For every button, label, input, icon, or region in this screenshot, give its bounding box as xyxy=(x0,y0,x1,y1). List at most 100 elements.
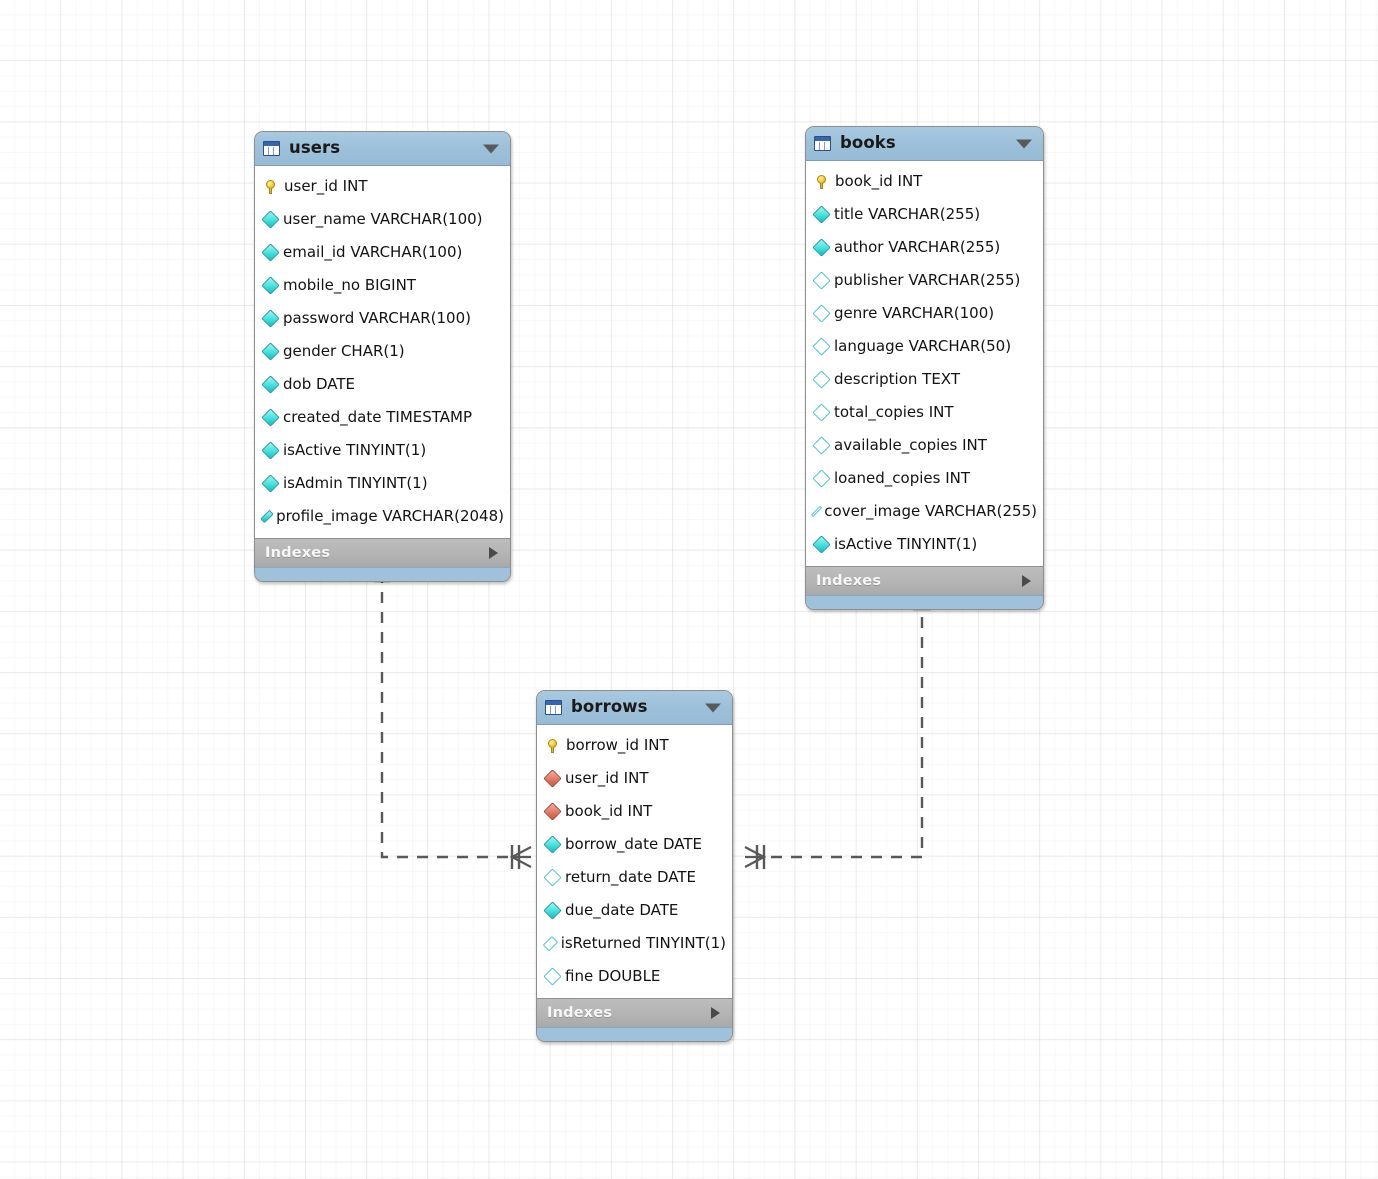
chevron-right-icon[interactable] xyxy=(1022,575,1031,587)
table-node-users[interactable]: users user_id INT user_name VARCHAR(100)… xyxy=(254,131,511,582)
column-row[interactable]: isActive TINYINT(1) xyxy=(806,528,1043,561)
column-label: publisher VARCHAR(255) xyxy=(834,271,1021,289)
relationship-users-borrows[interactable] xyxy=(374,572,532,869)
table-node-borrows[interactable]: borrows borrow_id INT user_id INT book_i… xyxy=(536,690,733,1042)
column-row[interactable]: user_id INT xyxy=(255,170,510,203)
column-row[interactable]: available_copies INT xyxy=(806,429,1043,462)
table-header-borrows[interactable]: borrows xyxy=(537,691,732,725)
chevron-down-icon[interactable] xyxy=(1016,139,1032,148)
column-row[interactable]: due_date DATE xyxy=(537,894,732,927)
filled-diamond-icon xyxy=(543,901,562,920)
chevron-right-icon[interactable] xyxy=(711,1007,720,1019)
column-label: borrow_id INT xyxy=(566,736,669,754)
filled-diamond-icon xyxy=(261,243,280,262)
column-label: password VARCHAR(100) xyxy=(283,309,471,327)
column-row[interactable]: password VARCHAR(100) xyxy=(255,302,510,335)
indexes-section-borrows[interactable]: Indexes xyxy=(537,998,732,1027)
column-row[interactable]: user_id INT xyxy=(537,762,732,795)
column-row[interactable]: total_copies INT xyxy=(806,396,1043,429)
column-label: loaned_copies INT xyxy=(834,469,971,487)
column-label: available_copies INT xyxy=(834,436,987,454)
column-row[interactable]: book_id INT xyxy=(537,795,732,828)
column-label: user_name VARCHAR(100) xyxy=(283,210,483,228)
column-row[interactable]: user_name VARCHAR(100) xyxy=(255,203,510,236)
column-row[interactable]: email_id VARCHAR(100) xyxy=(255,236,510,269)
column-row[interactable]: fine DOUBLE xyxy=(537,960,732,993)
column-row[interactable]: publisher VARCHAR(255) xyxy=(806,264,1043,297)
crows-foot-icon xyxy=(744,846,767,868)
table-node-books[interactable]: books book_id INT title VARCHAR(255) aut… xyxy=(805,126,1044,610)
hollow-diamond-icon xyxy=(812,469,831,488)
hollow-diamond-icon xyxy=(542,935,559,952)
column-row[interactable]: cover_image VARCHAR(255) xyxy=(806,495,1043,528)
indexes-label: Indexes xyxy=(816,572,882,589)
hollow-diamond-icon xyxy=(812,403,831,422)
red-diamond-icon xyxy=(543,802,562,821)
filled-diamond-icon xyxy=(261,276,280,295)
indexes-section-users[interactable]: Indexes xyxy=(255,538,510,567)
column-list-books: book_id INT title VARCHAR(255) author VA… xyxy=(806,161,1043,566)
column-label: book_id INT xyxy=(565,802,653,820)
table-title: borrows xyxy=(571,697,648,717)
column-row[interactable]: author VARCHAR(255) xyxy=(806,231,1043,264)
filled-diamond-icon xyxy=(261,408,280,427)
relationship-line xyxy=(380,572,516,859)
table-header-users[interactable]: users xyxy=(255,132,510,166)
table-footer xyxy=(537,1027,732,1041)
column-row[interactable]: gender CHAR(1) xyxy=(255,335,510,368)
column-label: isReturned TINYINT(1) xyxy=(560,934,726,952)
column-row[interactable]: return_date DATE xyxy=(537,861,732,894)
column-row[interactable]: borrow_date DATE xyxy=(537,828,732,861)
chevron-right-icon[interactable] xyxy=(489,547,498,559)
table-icon xyxy=(814,136,831,151)
column-row[interactable]: title VARCHAR(255) xyxy=(806,198,1043,231)
relationship-line xyxy=(760,597,924,859)
filled-diamond-icon xyxy=(812,238,831,257)
column-label: user_id INT xyxy=(284,177,368,195)
table-header-books[interactable]: books xyxy=(806,127,1043,161)
column-row[interactable]: isAdmin TINYINT(1) xyxy=(255,467,510,500)
table-icon xyxy=(545,700,562,715)
column-row[interactable]: created_date TIMESTAMP xyxy=(255,401,510,434)
filled-diamond-icon xyxy=(261,342,280,361)
table-title: books xyxy=(840,133,896,153)
hollow-diamond-icon xyxy=(812,304,831,323)
crows-foot-icon xyxy=(509,846,532,868)
column-label: gender CHAR(1) xyxy=(283,342,405,360)
column-label: created_date TIMESTAMP xyxy=(283,408,473,426)
chevron-down-icon[interactable] xyxy=(705,703,721,712)
column-label: title VARCHAR(255) xyxy=(834,205,981,223)
column-row[interactable]: description TEXT xyxy=(806,363,1043,396)
column-row[interactable]: isActive TINYINT(1) xyxy=(255,434,510,467)
column-row[interactable]: genre VARCHAR(100) xyxy=(806,297,1043,330)
filled-diamond-icon xyxy=(812,535,831,554)
filled-diamond-icon xyxy=(261,375,280,394)
table-footer xyxy=(806,595,1043,609)
key-icon xyxy=(816,174,827,189)
column-row[interactable]: mobile_no BIGINT xyxy=(255,269,510,302)
hollow-diamond-icon xyxy=(543,868,562,887)
column-label: profile_image VARCHAR(2048) xyxy=(276,507,504,525)
column-label: dob DATE xyxy=(283,375,356,393)
hollow-diamond-icon xyxy=(810,505,823,518)
hollow-diamond-icon xyxy=(543,967,562,986)
column-label: mobile_no BIGINT xyxy=(283,276,416,294)
column-row[interactable]: book_id INT xyxy=(806,165,1043,198)
relationship-books-borrows[interactable] xyxy=(744,597,931,869)
column-row[interactable]: dob DATE xyxy=(255,368,510,401)
column-label: borrow_date DATE xyxy=(565,835,702,853)
key-icon xyxy=(547,738,558,753)
column-list-users: user_id INT user_name VARCHAR(100) email… xyxy=(255,166,510,538)
indexes-section-books[interactable]: Indexes xyxy=(806,566,1043,595)
filled-diamond-icon xyxy=(543,835,562,854)
column-row[interactable]: borrow_id INT xyxy=(537,729,732,762)
column-row[interactable]: loaned_copies INT xyxy=(806,462,1043,495)
column-row[interactable]: profile_image VARCHAR(2048) xyxy=(255,500,510,533)
column-row[interactable]: language VARCHAR(50) xyxy=(806,330,1043,363)
filled-diamond-icon xyxy=(261,474,280,493)
column-row[interactable]: isReturned TINYINT(1) xyxy=(537,927,732,960)
filled-diamond-icon xyxy=(261,210,280,229)
filled-diamond-icon xyxy=(261,309,280,328)
chevron-down-icon[interactable] xyxy=(483,144,499,153)
